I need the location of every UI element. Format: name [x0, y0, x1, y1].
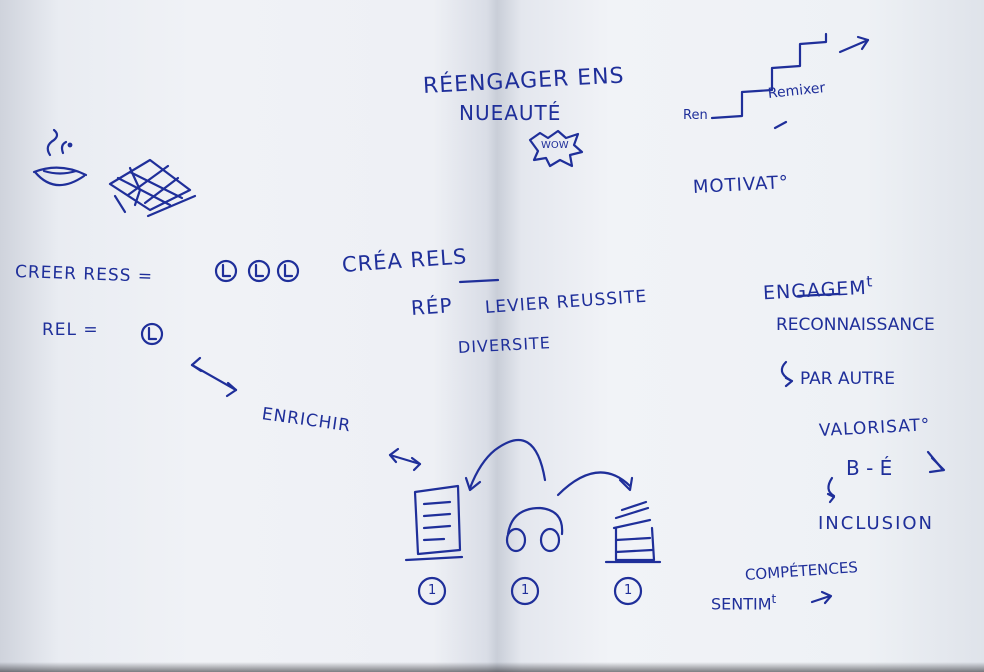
sentiment-sup: t: [771, 592, 777, 606]
title-nouveaute: NUEAUTÉ: [459, 101, 562, 125]
grid-sketch-icon: [108, 158, 197, 218]
wow-label: WOW: [541, 140, 569, 151]
curved-arrows-icon: [464, 439, 634, 497]
circled-number-1: 1: [428, 583, 437, 598]
inclusion-label: INCLUSION: [818, 513, 935, 534]
document-icon: [404, 484, 464, 562]
sentiment-label: SENTIMt: [711, 592, 776, 613]
reconnaissance-label: RECONNAISSANCE: [776, 315, 935, 335]
bowl-icon: [32, 128, 88, 187]
ren-label: Ren: [683, 108, 708, 123]
circled-number-2: 1: [521, 583, 530, 598]
be-label: B - É: [846, 456, 893, 480]
underline: [796, 292, 840, 298]
par-autre-label: PAR AUTRE: [800, 369, 896, 389]
circled-number-3: 1: [624, 583, 633, 598]
wow-burst-icon: [528, 129, 584, 168]
headphones-icon: [505, 506, 564, 553]
number-circles: [417, 576, 643, 606]
sentiment-text: SENTIM: [711, 594, 772, 614]
double-arrow-icon: [190, 356, 422, 472]
right-arrows-icon: [780, 360, 946, 605]
rel-label: REL =: [42, 320, 99, 340]
stairs-icon: [710, 32, 870, 130]
books-stack-icon: [604, 500, 662, 564]
underline: [458, 278, 500, 284]
circled-letters-icon: [140, 259, 300, 346]
